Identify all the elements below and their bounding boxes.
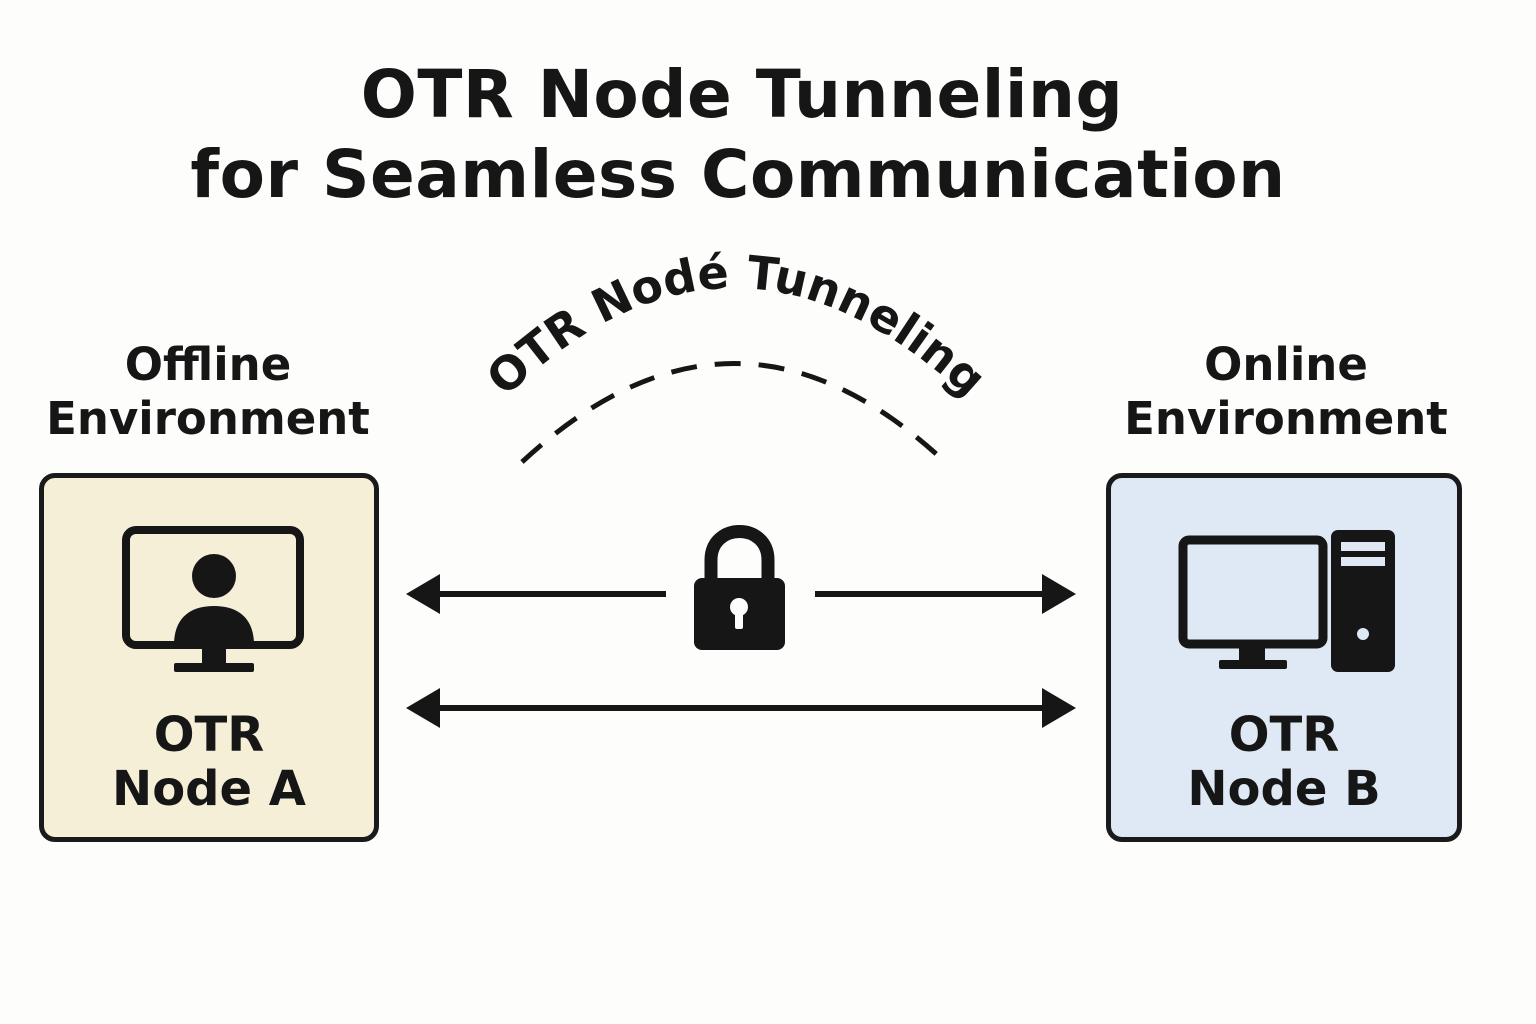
tunnel-arc [520, 361, 947, 464]
node-b-label: OTR Node B [1111, 708, 1457, 816]
online-environment-label: Online Environment [1076, 338, 1496, 446]
node-a-box: OTR Node A [39, 473, 379, 842]
node-b-box: OTR Node B [1106, 473, 1462, 842]
online-environment-line-2: Environment [1124, 392, 1448, 445]
online-environment-line-1: Online [1204, 338, 1368, 391]
title-line-1: OTR Node Tunneling [360, 56, 1124, 133]
offline-environment-line-1: Offline [124, 338, 292, 391]
upper-arrow-left-head [406, 574, 440, 614]
node-b-label-line-1: OTR [1228, 707, 1340, 763]
lower-arrow-right-head [1042, 688, 1076, 728]
tunnel-label-path: OTR Nodé Tunneling [476, 245, 996, 407]
monitor-user-icon [122, 526, 304, 672]
offline-environment-label: Offline Environment [0, 338, 418, 446]
node-a-label-line-1: OTR [153, 707, 265, 763]
offline-environment-line-2: Environment [46, 392, 370, 445]
title-line-2: for Seamless Communication [190, 136, 1286, 213]
node-a-label-line-2: Node A [112, 761, 306, 817]
node-a-label: OTR Node A [44, 708, 374, 816]
lower-arrow-left-head [406, 688, 440, 728]
desktop-computer-icon [1178, 530, 1395, 672]
node-b-label-line-2: Node B [1187, 761, 1381, 817]
upper-arrow-right-head [1042, 574, 1076, 614]
tunnel-label: OTR Nodé Tunneling [476, 245, 996, 407]
padlock-icon [694, 525, 785, 650]
